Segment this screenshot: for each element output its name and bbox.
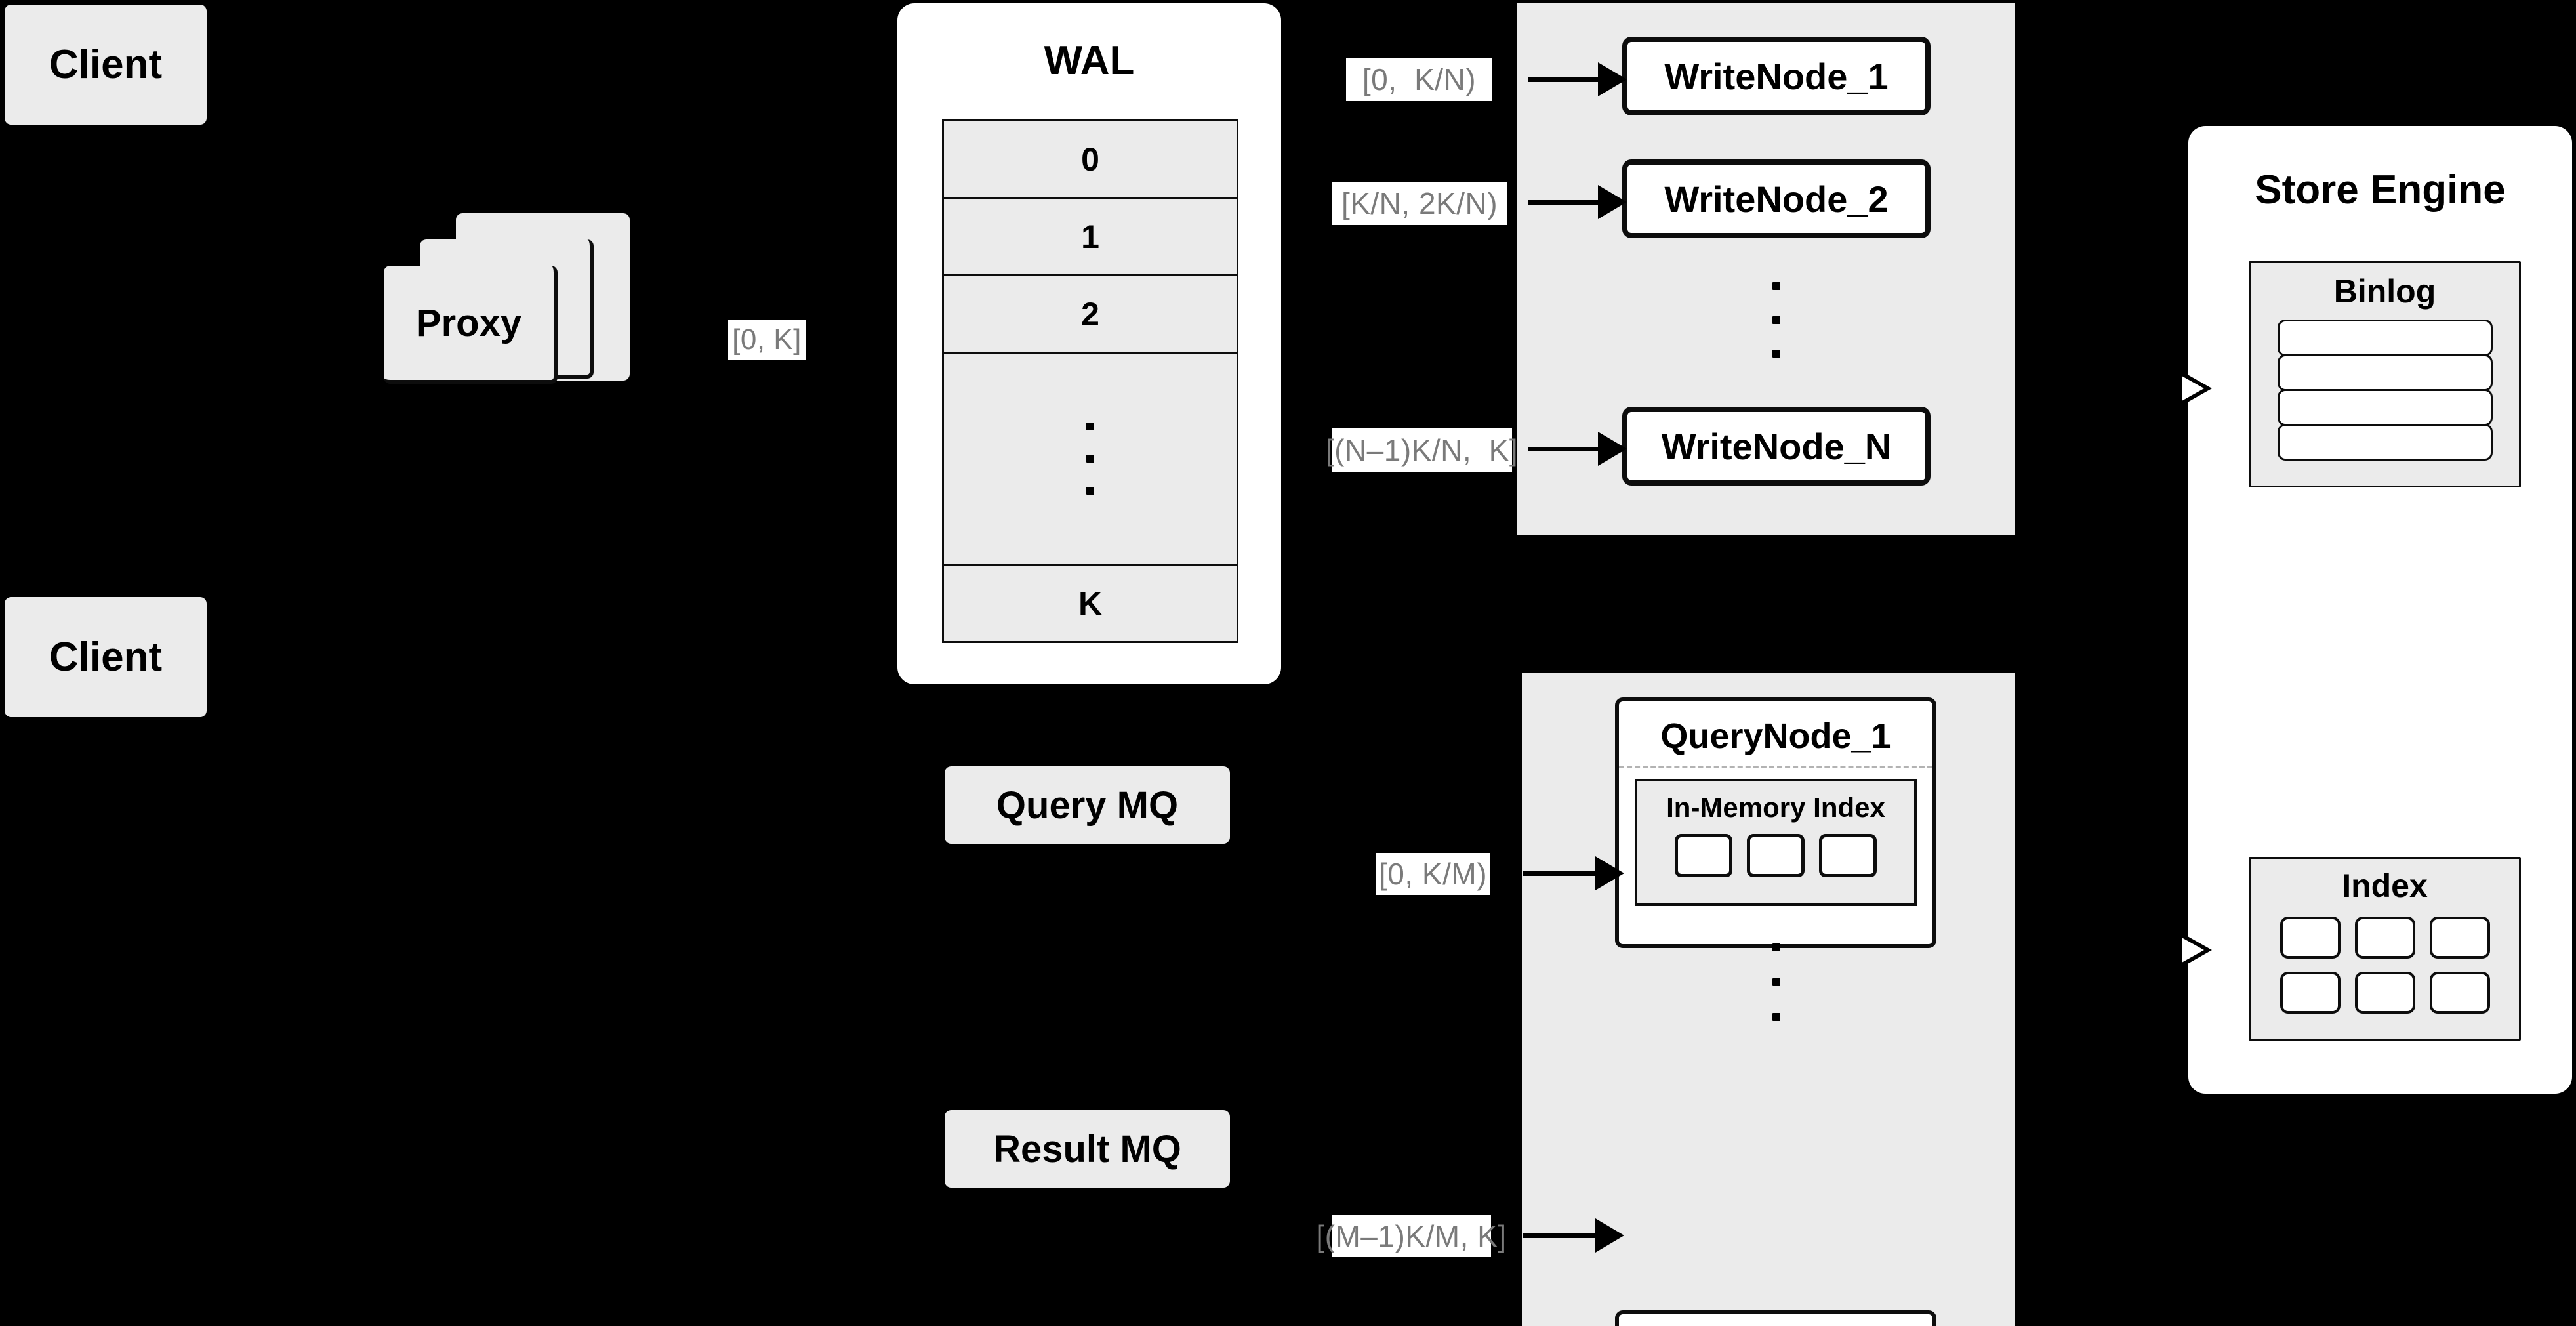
binlog-bar[interactable]	[2277, 354, 2493, 391]
query-cluster-vertical-dots-icon	[1771, 943, 1782, 1021]
store-index-cell[interactable]	[2280, 972, 2341, 1014]
query-node-1[interactable]: QueryNode_1 In-Memory Index	[1615, 697, 1936, 948]
proxy-label: Proxy	[415, 301, 522, 344]
proxy-card-front[interactable]: Proxy	[384, 266, 558, 384]
client-label-2: Client	[49, 634, 163, 680]
in-memory-index-cell[interactable]	[1819, 834, 1877, 877]
client-label-1: Client	[49, 42, 163, 87]
wal-entry-list: 0 1 2 K	[942, 119, 1238, 643]
arrow-mq-to-querynode-m	[1523, 1218, 1625, 1253]
binlog-bar[interactable]	[2277, 320, 2493, 356]
proxy-stack[interactable]: Proxy	[380, 213, 656, 430]
store-index-title: Index	[2342, 867, 2428, 904]
wal-entry-1[interactable]: 1	[942, 199, 1238, 276]
query-mq-box[interactable]: Query MQ	[945, 766, 1230, 844]
write-node-n-label: WriteNode_N	[1661, 425, 1892, 467]
write-node-1[interactable]: WriteNode_1	[1622, 37, 1931, 115]
in-memory-index-title-1: In-Memory Index	[1666, 792, 1885, 823]
arrow-wal-to-writenode-1	[1528, 62, 1627, 96]
arrow-to-store-index	[2144, 933, 2216, 967]
store-index-cell[interactable]	[2280, 917, 2341, 959]
query-mq-label: Query MQ	[996, 783, 1179, 827]
wal-vertical-dots-icon	[1086, 423, 1094, 495]
in-memory-index-cell[interactable]	[1747, 834, 1805, 877]
arrow-wal-to-writenode-n	[1528, 432, 1627, 466]
write-node-2[interactable]: WriteNode_2	[1622, 159, 1931, 238]
edge-label-proxy-to-wal: [0, K]	[728, 320, 806, 360]
edge-label-mq-to-querynode-m: [(M–1)K/M, K]	[1316, 1215, 1506, 1257]
write-cluster-vertical-dots-icon	[1771, 282, 1782, 358]
write-node-1-label: WriteNode_1	[1664, 55, 1889, 97]
store-index-cell[interactable]	[2429, 972, 2490, 1014]
store-index-cell[interactable]	[2354, 972, 2415, 1014]
edge-label-wal-to-writenode-n: [(N–1)K/N, K]	[1326, 428, 1518, 472]
query-node-m[interactable]: QueryNode_1 In-Memory Index	[1615, 1310, 1936, 1326]
result-mq-label: Result MQ	[993, 1127, 1181, 1171]
edge-label-mq-to-querynode-1: [0, K/M)	[1376, 853, 1490, 895]
write-node-2-label: WriteNode_2	[1664, 178, 1889, 220]
wal-entry-0[interactable]: 0	[942, 119, 1238, 199]
wal-entry-ellipsis	[942, 354, 1238, 566]
arrow-to-binlog	[2144, 371, 2216, 405]
store-index-panel: Index	[2249, 857, 2521, 1041]
wal-entry-2[interactable]: 2	[942, 276, 1238, 354]
write-node-n[interactable]: WriteNode_N	[1622, 407, 1931, 486]
arrow-mq-to-querynode-1	[1523, 856, 1625, 890]
edge-label-wal-to-writenode-1: [0, K/N)	[1346, 58, 1492, 101]
wal-title: WAL	[1044, 38, 1135, 83]
binlog-bar[interactable]	[2277, 389, 2493, 426]
store-index-cell[interactable]	[2429, 917, 2490, 959]
binlog-title: Binlog	[2333, 273, 2436, 310]
in-memory-index-panel-1: In-Memory Index	[1635, 779, 1917, 906]
binlog-bar[interactable]	[2277, 424, 2493, 461]
store-engine-title: Store Engine	[2255, 167, 2506, 213]
result-mq-box[interactable]: Result MQ	[945, 1110, 1230, 1188]
query-node-1-divider	[1619, 766, 1932, 768]
client-box-2[interactable]: Client	[5, 597, 207, 717]
edge-label-proxy-to-wal-text: [0, K]	[732, 323, 802, 356]
binlog-panel: Binlog	[2249, 261, 2521, 487]
in-memory-index-cell[interactable]	[1675, 834, 1732, 877]
edge-label-wal-to-writenode-2: [K/N, 2K/N)	[1332, 182, 1507, 225]
client-box-1[interactable]: Client	[5, 5, 207, 125]
wal-entry-k[interactable]: K	[942, 566, 1238, 643]
query-node-1-label: QueryNode_1	[1660, 716, 1891, 756]
arrow-wal-to-writenode-2	[1528, 185, 1627, 219]
store-index-cell[interactable]	[2354, 917, 2415, 959]
